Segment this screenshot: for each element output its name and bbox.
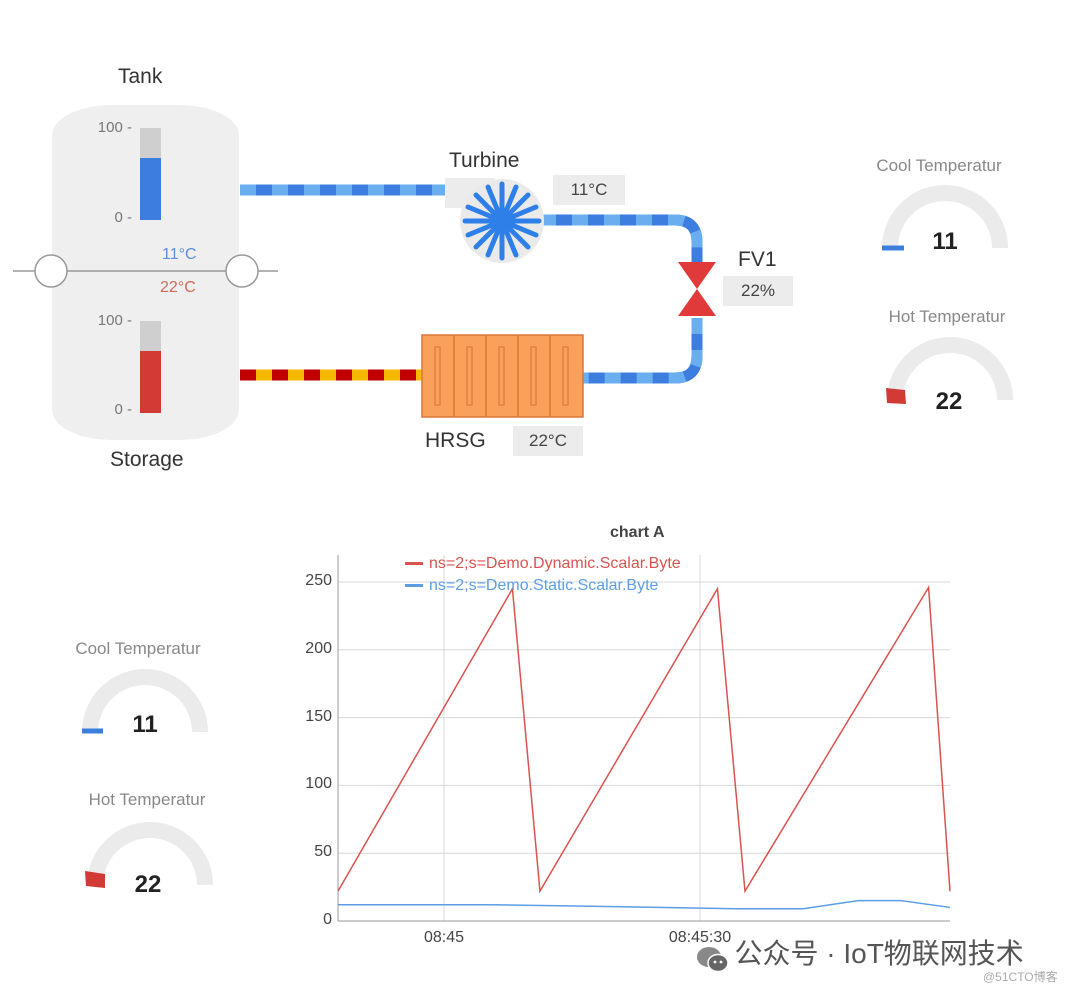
gauge-value: 11: [132, 711, 158, 738]
storage-level-fill: [140, 351, 161, 413]
gauge-title: Cool Temperatur: [876, 156, 1002, 175]
legend-item-static[interactable]: ns=2;s=Demo.Static.Scalar.Byte: [405, 577, 658, 595]
y-tick-label: 250: [305, 572, 332, 589]
valve-label: FV1: [738, 248, 777, 271]
gauge-right-cool-arc: [882, 185, 1008, 251]
gauge-left-cool-arc: [82, 669, 208, 734]
watermark-text: 公众号 · IoT物联网技术: [734, 938, 1024, 969]
left-connector-icon: [34, 254, 68, 288]
watermark-source: @51CTO博客: [983, 970, 1058, 984]
gauge-right-hot-arc: [886, 337, 1013, 404]
wechat-icon: [697, 946, 729, 973]
storage-scale-max: 100 -: [97, 312, 132, 329]
turbine-label: Turbine: [449, 149, 520, 172]
legend-label: ns=2;s=Demo.Dynamic.Scalar.Byte: [429, 555, 681, 572]
right-connector-icon: [225, 254, 259, 288]
gauge-value: 22: [935, 388, 963, 415]
tank-level-fill: [140, 158, 161, 220]
hrsg-temp-value: 22°C: [513, 426, 583, 456]
chart-title: chart A: [610, 524, 665, 541]
x-tick-label: 08:45: [423, 929, 465, 946]
legend-swatch: [405, 562, 423, 566]
tank-level-bar: [140, 128, 161, 220]
x-tick-label: 08:45:30: [668, 929, 732, 946]
valve-icon: [678, 262, 716, 316]
gauge-left-hot-arc: [85, 822, 213, 888]
gauge-title: Hot Temperatur: [88, 790, 206, 809]
gauge-value: 22: [134, 871, 162, 898]
y-tick-label: 0: [323, 911, 332, 928]
hrsg-label: HRSG: [425, 429, 486, 452]
tank-label: Tank: [118, 65, 163, 88]
turbine-temp-value: 11°C: [553, 175, 625, 205]
y-tick-label: 200: [305, 639, 332, 657]
gauge-value: 11: [932, 228, 958, 255]
series-line: [338, 899, 951, 910]
hot-temp-readout: 22°C: [160, 279, 196, 296]
y-tick-label: 50: [314, 843, 332, 861]
gauge-title: Hot Temperatur: [888, 307, 1006, 326]
series-line: [337, 585, 951, 894]
tank-scale-max: 100 -: [97, 119, 132, 136]
y-tick-label: 100: [305, 775, 332, 793]
legend-item-dynamic[interactable]: ns=2;s=Demo.Dynamic.Scalar.Byte: [405, 555, 681, 573]
tank-scale-min: 0 -: [114, 209, 132, 226]
cool-temp-readout: 11°C: [162, 246, 197, 263]
gauge-title: Cool Temperatur: [75, 639, 201, 658]
legend-label: ns=2;s=Demo.Static.Scalar.Byte: [429, 577, 659, 594]
watermark: 公众号 · IoT物联网技术: [696, 932, 1024, 974]
turbine-icon: [460, 179, 544, 263]
storage-level-bar: [140, 321, 161, 413]
storage-scale-min: 0 -: [114, 401, 132, 418]
y-tick-label: 150: [305, 707, 332, 725]
valve-value[interactable]: 22%: [723, 276, 793, 306]
storage-label: Storage: [110, 448, 184, 471]
hrsg-icon: [421, 334, 584, 418]
legend-swatch: [405, 584, 423, 588]
